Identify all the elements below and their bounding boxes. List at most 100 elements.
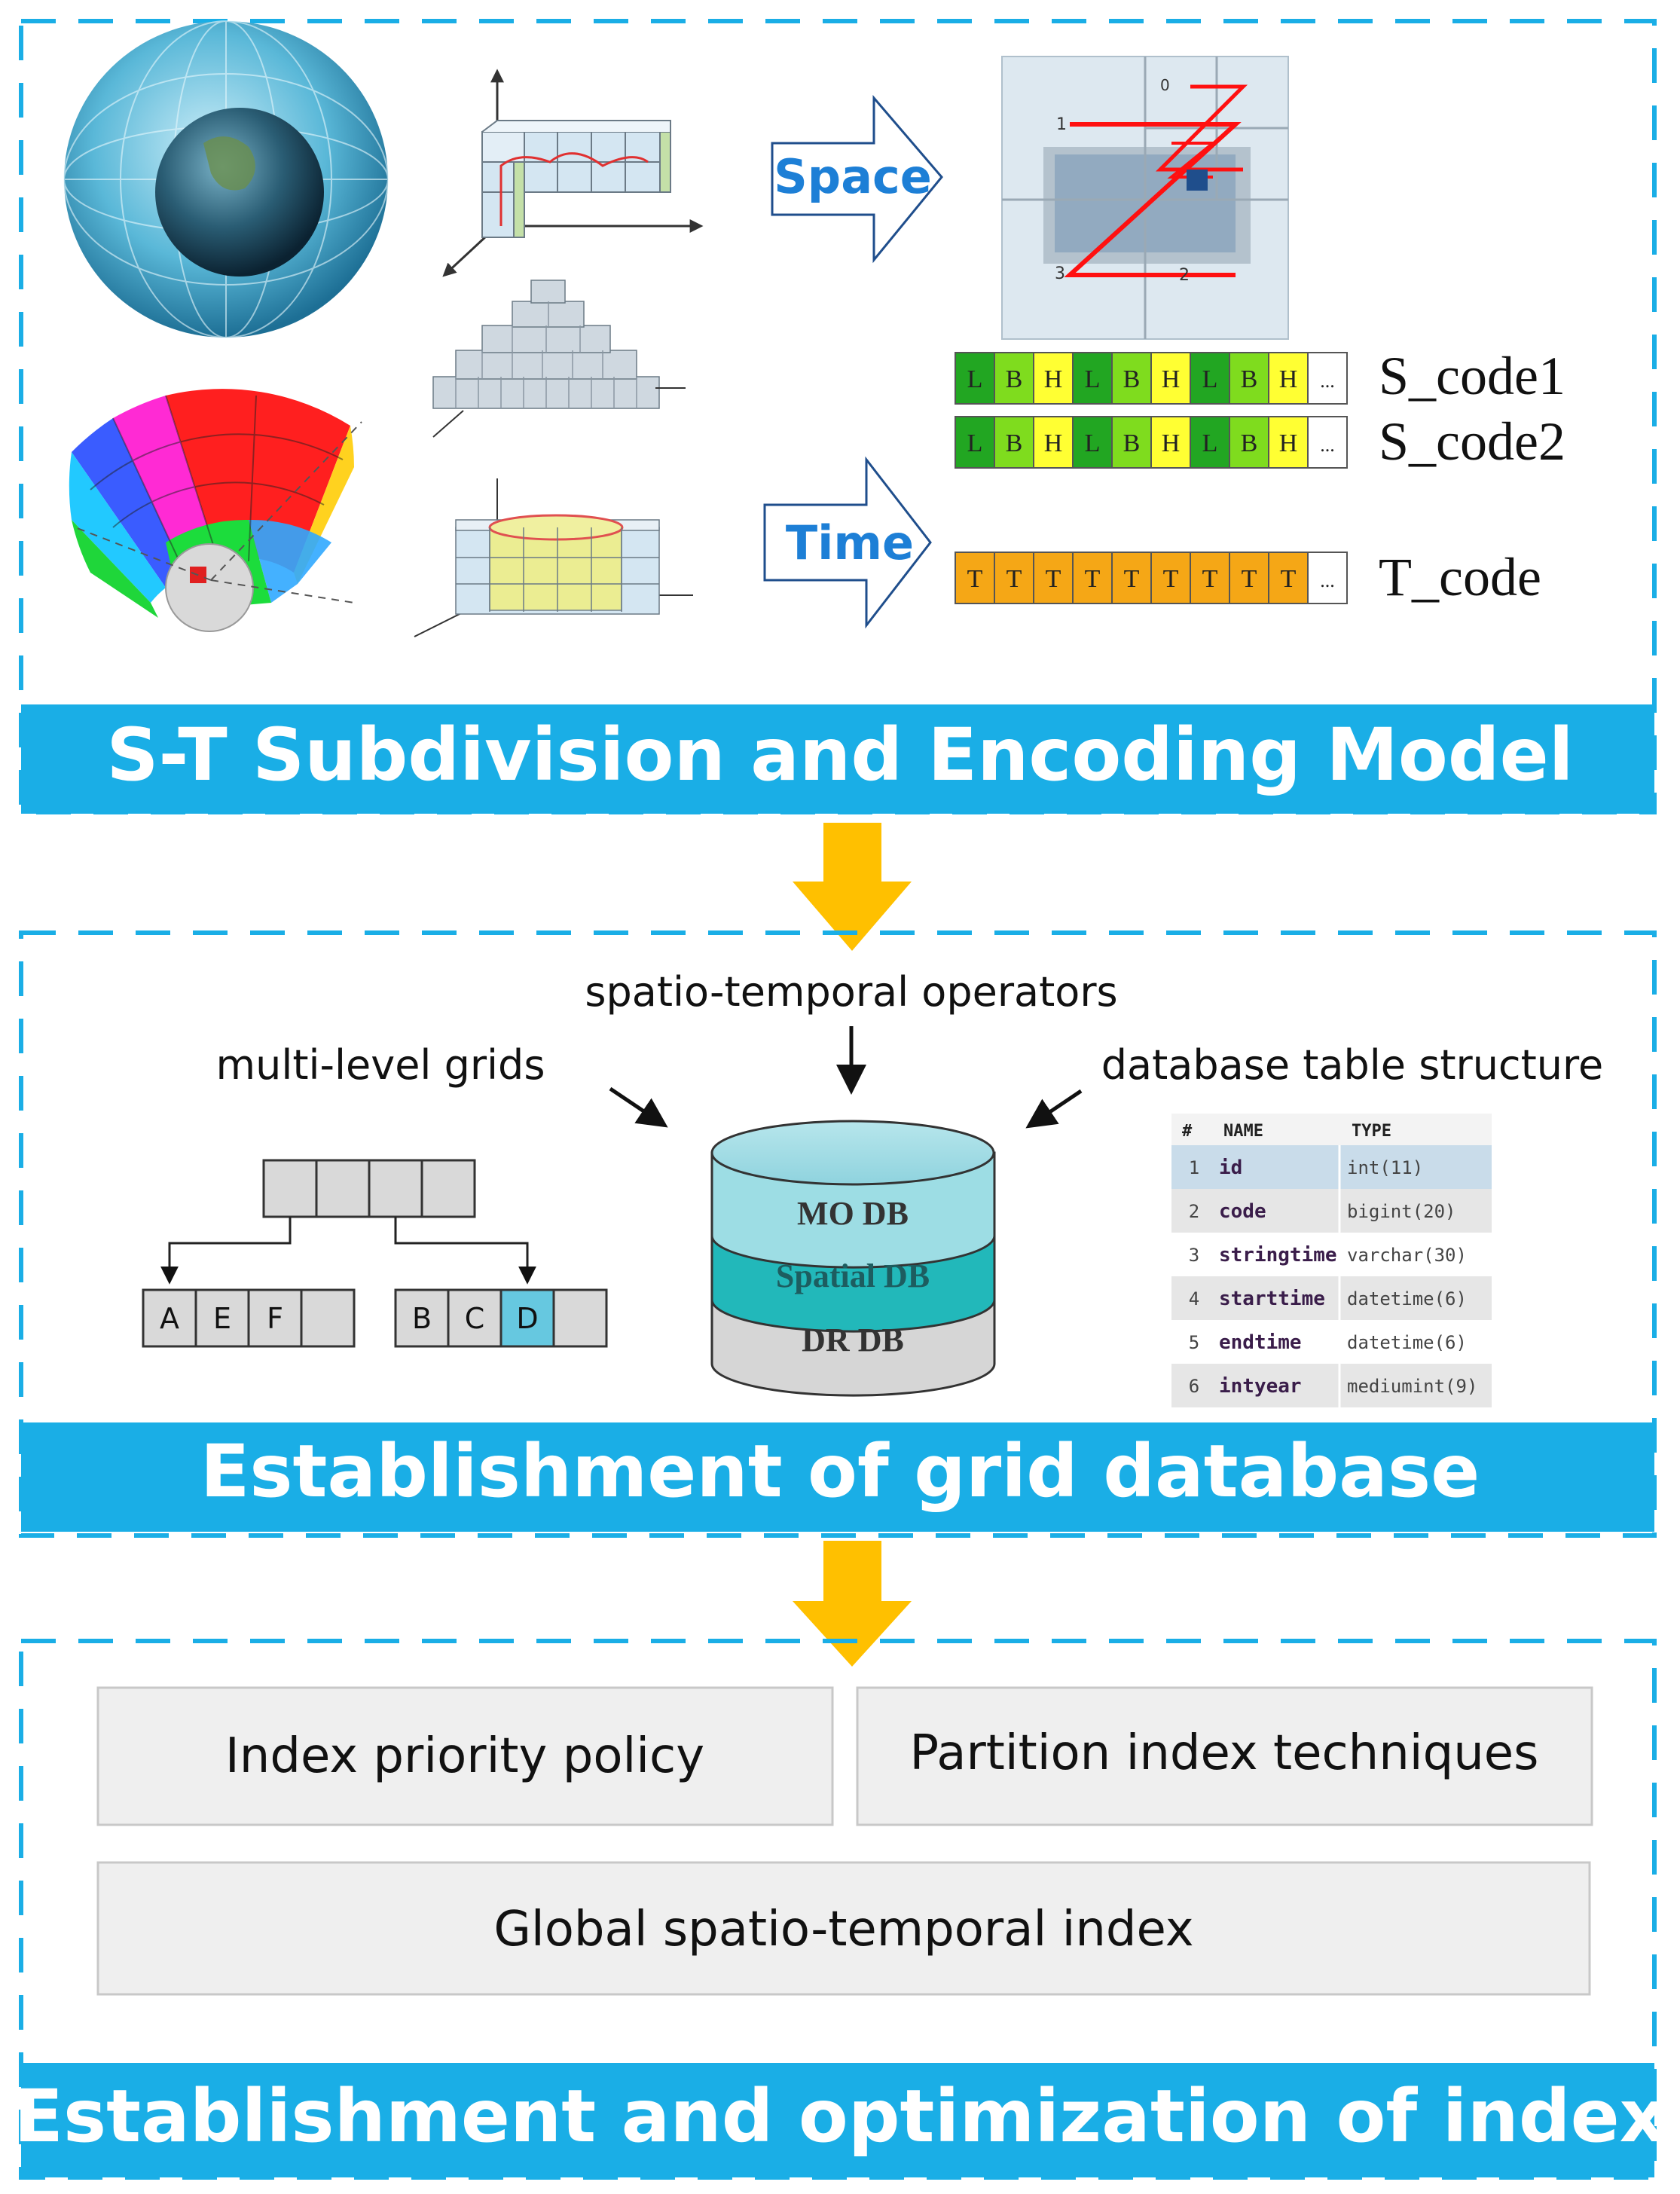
grid-cell-empty-right — [552, 1288, 608, 1348]
section2-dashed-frame — [19, 930, 1657, 1538]
table-cell-index: 6 — [1189, 1376, 1199, 1397]
t_code-cell — [1268, 552, 1309, 604]
table-cell-type: datetime(6) — [1347, 1332, 1467, 1353]
s_code2-cell — [1307, 416, 1348, 469]
s_code1-cell-label: B — [1123, 365, 1141, 393]
s_code1-cell — [1268, 352, 1309, 405]
table-header-cell: # — [1182, 1122, 1193, 1141]
grid-cell-d — [499, 1288, 555, 1348]
operators-label: spatio-temporal operators — [585, 968, 1117, 1016]
s_code2-cell-label: H — [1279, 429, 1298, 457]
t_code-cell — [1150, 552, 1191, 604]
s_code2-cell-label: L — [1085, 429, 1101, 457]
s_code2-cell — [1111, 416, 1152, 469]
s_code1-cell-label: H — [1279, 365, 1298, 393]
t_code-cell — [955, 552, 995, 604]
cube-cylinder-grid-icon — [414, 478, 693, 637]
t_code-cell-label: T — [1046, 565, 1061, 593]
grid-cell-c — [447, 1288, 502, 1348]
s_code2-cell-label: B — [1006, 429, 1023, 457]
time-label: Time — [786, 515, 914, 570]
table-cell-type: varchar(30) — [1347, 1245, 1467, 1266]
s_code2-cell — [1150, 416, 1191, 469]
section2-banner-title: Establishment of grid database — [200, 1429, 1480, 1514]
section1-banner — [21, 704, 1654, 814]
t_code-cell-label: T — [967, 565, 983, 593]
s_code1-cell-label: H — [1162, 365, 1181, 393]
table-cell-type: bigint(20) — [1347, 1201, 1456, 1222]
s_code2-cell — [1229, 416, 1269, 469]
table-cell-index: 3 — [1189, 1245, 1199, 1266]
table-cell-index: 5 — [1189, 1332, 1199, 1353]
table-label: database table structure — [1101, 1041, 1604, 1089]
zcurve-label-3: 3 — [1055, 264, 1065, 283]
space-label: Space — [774, 149, 932, 204]
grid-cell-a-label: A — [160, 1302, 179, 1335]
s_code2-cell-label: ... — [1320, 434, 1335, 456]
db-layer-mo: MO DB — [797, 1195, 909, 1232]
table-cell-type: int(11) — [1347, 1157, 1423, 1178]
table-row — [1171, 1233, 1492, 1276]
db-layer-dr: DR DB — [802, 1322, 904, 1358]
s_code1-cell-label: L — [1202, 365, 1218, 393]
down-arrow-2 — [793, 1541, 912, 1667]
section1-banner-title: S-T Subdivision and Encoding Model — [106, 713, 1573, 797]
s_code2-cell-label: B — [1123, 429, 1141, 457]
index-priority-box — [96, 1686, 834, 1826]
table-header-cell: TYPE — [1352, 1122, 1391, 1141]
grid-cell-e-label: E — [213, 1302, 231, 1335]
section-index-optimization: Index priority policy Partition index te… — [14, 1639, 1666, 2180]
s_code1-cell-label: L — [967, 365, 983, 393]
s_code1-cell-label: B — [1006, 365, 1023, 393]
t_code-cell — [1307, 552, 1348, 604]
grid-cell-a — [142, 1288, 197, 1348]
s_code1-cell — [1190, 352, 1230, 405]
zcurve-label-2: 2 — [1179, 266, 1190, 285]
t_code-cell — [1033, 552, 1074, 604]
table-cell-index: 4 — [1189, 1288, 1199, 1309]
grid-cell-b — [394, 1288, 450, 1348]
grid-cell-c-label: C — [465, 1302, 485, 1335]
table-cell-name: starttime — [1219, 1288, 1325, 1310]
table-cell-name: code — [1219, 1200, 1266, 1223]
index-priority-text: Index priority policy — [225, 1728, 704, 1784]
cube-path-grid-icon — [442, 69, 704, 277]
zcurve-panel: 0 1 2 3 — [1001, 56, 1289, 340]
grid-cell-b-label: B — [412, 1302, 432, 1335]
globe-grid-icon — [63, 20, 389, 338]
down-arrow-1 — [793, 823, 912, 951]
grids-arrow — [609, 1086, 668, 1128]
s_code1-cell-label: ... — [1320, 370, 1335, 392]
t_code-cell-label: T — [1202, 565, 1218, 593]
database-cylinder: MO DB Spatial DB DR DB — [710, 1120, 996, 1397]
table-cell-type: mediumint(9) — [1347, 1376, 1477, 1397]
t_code-cell-label: T — [1281, 565, 1297, 593]
polar-fan-grid-icon — [69, 389, 362, 632]
partition-index-box — [856, 1686, 1593, 1826]
grids-label: multi-level grids — [216, 1041, 545, 1089]
grid-cell-d-label: D — [516, 1302, 538, 1335]
t-code-label: T_code — [1379, 547, 1541, 607]
table-cell-name: id — [1219, 1157, 1242, 1179]
s_code1-cell-label: L — [1085, 365, 1101, 393]
s_code2-cell-label: H — [1162, 429, 1181, 457]
db-layer-spatial: Spatial DB — [776, 1257, 930, 1294]
section-grid-database: spatio-temporal operators multi-level gr… — [19, 930, 1657, 1538]
s_code2-cell-label: H — [1044, 429, 1063, 457]
table-header-row — [1171, 1114, 1492, 1145]
t_code-cell-label: T — [1124, 565, 1140, 593]
table-header-cell: NAME — [1223, 1122, 1263, 1141]
grid-cell-f-label: F — [267, 1302, 283, 1335]
s_code1-cell — [1150, 352, 1191, 405]
section3-banner — [21, 2063, 1654, 2177]
multi-level-grid-tree: A E F B C D — [142, 1159, 608, 1348]
s_code2-cell-label: L — [1202, 429, 1218, 457]
t_code-cell-label: T — [1242, 565, 1257, 593]
s_code2-cell — [955, 416, 995, 469]
t_code-cell — [1190, 552, 1230, 604]
